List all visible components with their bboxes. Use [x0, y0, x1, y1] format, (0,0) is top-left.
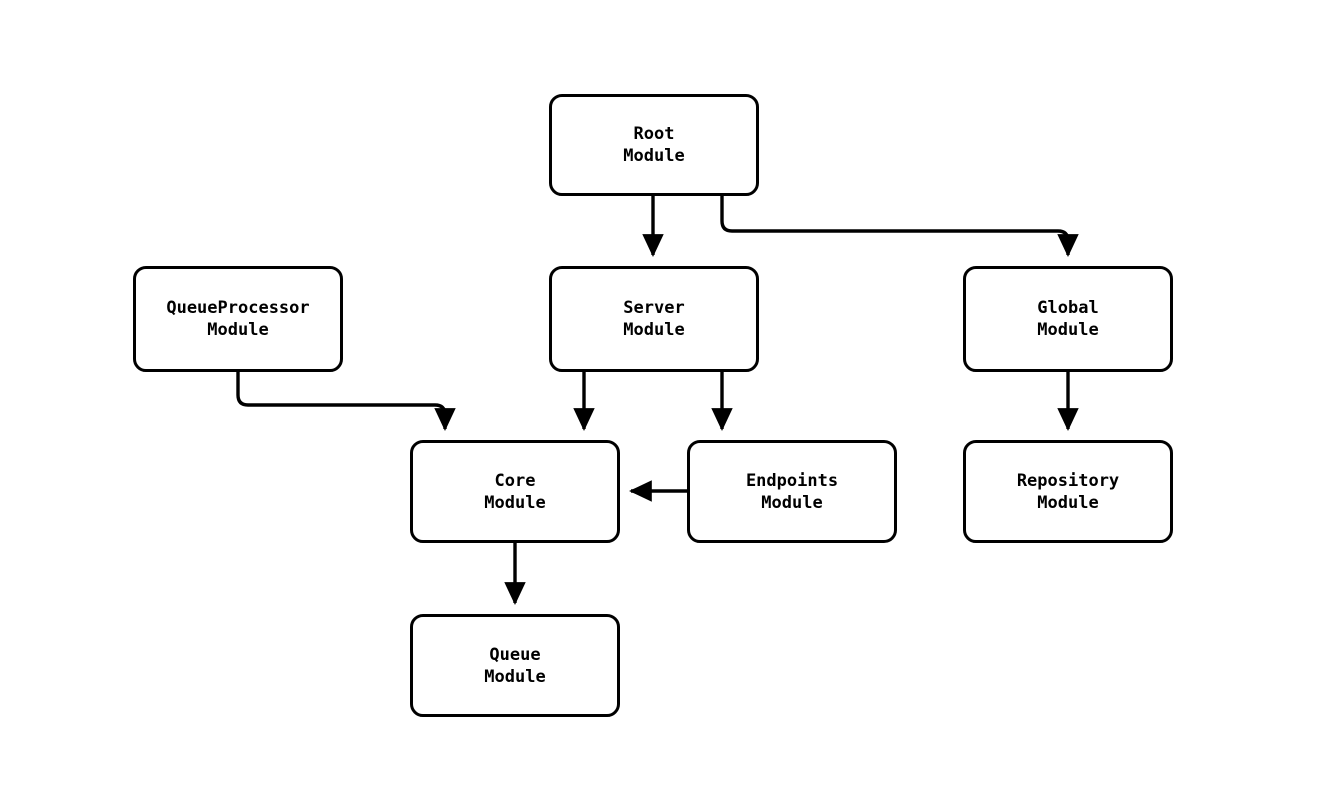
node-repository-module-label: Repository Module [1016, 470, 1120, 513]
node-queueprocessor-module-label: QueueProcessor Module [166, 298, 310, 340]
node-queueprocessor-module[interactable]: QueueProcessor Module [133, 266, 343, 372]
node-endpoints-module[interactable]: Endpoints Module [687, 440, 897, 543]
node-core-module-label: Core Module [484, 470, 546, 513]
node-queue-module-label: Queue Module [484, 644, 546, 687]
edge-queueprocessor-to-core [236, 372, 456, 431]
node-root-module-label: Root Module [623, 124, 685, 166]
edge-root-to-global [720, 196, 1079, 257]
node-endpoints-module-label: Endpoints Module [745, 470, 839, 513]
node-root-module[interactable]: Root Module [549, 94, 759, 196]
node-global-module[interactable]: Global Module [963, 266, 1173, 372]
node-repository-module[interactable]: Repository Module [963, 440, 1173, 543]
node-server-module-label: Server Module [623, 298, 685, 340]
node-global-module-label: Global Module [1037, 298, 1099, 340]
node-server-module[interactable]: Server Module [549, 266, 759, 372]
node-queue-module[interactable]: Queue Module [410, 614, 620, 717]
node-core-module[interactable]: Core Module [410, 440, 620, 543]
